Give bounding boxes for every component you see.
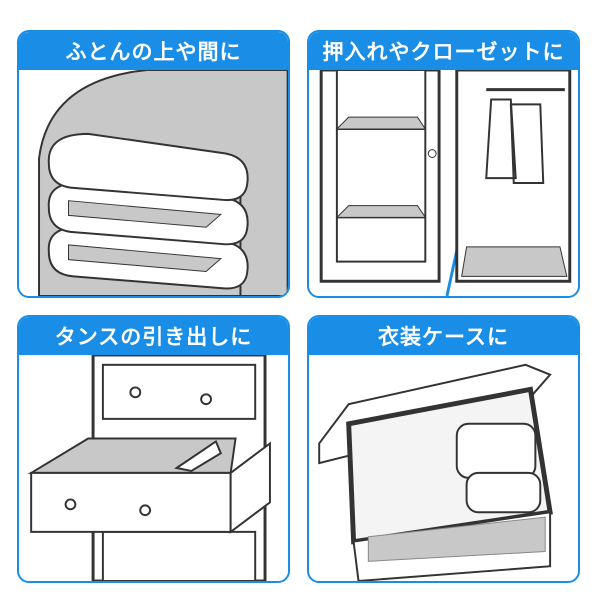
panel-closet: 押入れやクローゼットに (307, 30, 580, 298)
closet-illustration (309, 70, 578, 296)
panel-futon: ふとんの上や間に (17, 30, 290, 298)
panel-title: ふとんの上や間に (19, 32, 288, 70)
futon-illustration (19, 70, 288, 296)
drawer-illustration (19, 355, 288, 581)
panel-drawer: タンスの引き出しに (17, 315, 290, 583)
panel-title: 衣装ケースに (309, 317, 578, 355)
panel-title: タンスの引き出しに (19, 317, 288, 355)
panel-storage-case: 衣装ケースに (307, 315, 580, 583)
storage-case-illustration (309, 355, 578, 581)
panel-title: 押入れやクローゼットに (309, 32, 578, 70)
